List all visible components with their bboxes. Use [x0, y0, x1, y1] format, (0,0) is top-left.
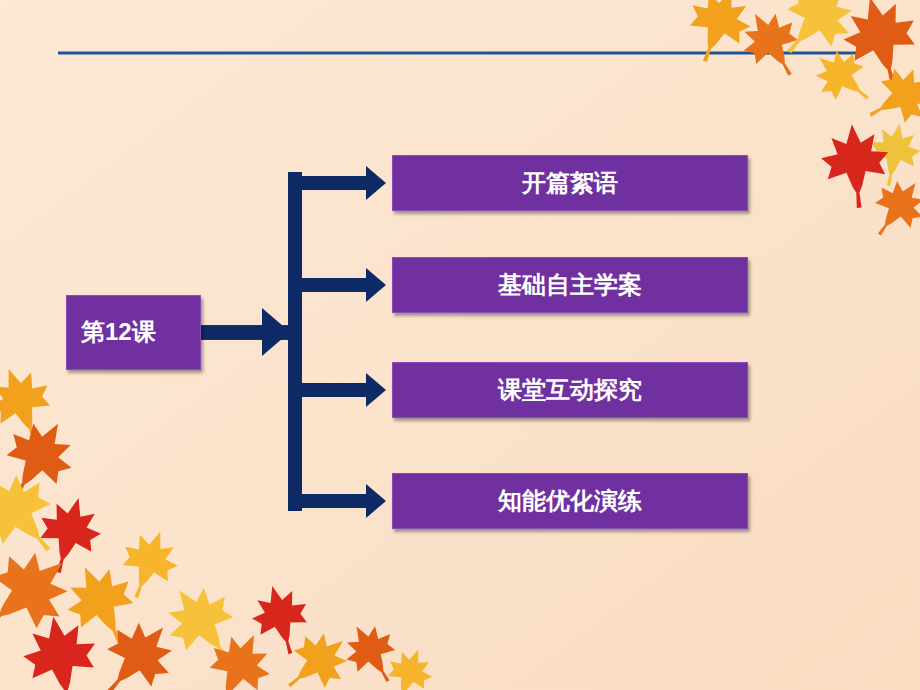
section-title: 基础自主学案: [498, 271, 642, 300]
connector-line: [201, 183, 368, 333]
maple-leaf: [335, 614, 410, 690]
section-box: 基础自主学案: [392, 257, 748, 313]
maple-leaf: [271, 619, 361, 690]
connector-line: [201, 333, 368, 391]
section-box: 开篇絮语: [392, 155, 748, 211]
branch-arrow: [201, 333, 386, 519]
maple-leaf: [110, 522, 187, 607]
section-box: 课堂互动探究: [392, 362, 748, 418]
branch-arrow: [201, 166, 386, 333]
arrow-head: [366, 373, 386, 407]
arrow-head: [366, 484, 386, 518]
arrow-head: [366, 268, 386, 302]
section-box: 知能优化演练: [392, 473, 748, 529]
section-title: 课堂互动探究: [498, 376, 642, 405]
maple-leaf: [803, 38, 884, 117]
maple-leaf: [83, 606, 188, 690]
lesson-box: 第12课: [66, 295, 201, 370]
maple-leaf: [29, 490, 108, 580]
maple-leaf: [193, 622, 281, 690]
lesson-title: 第12课: [81, 318, 156, 347]
connector-line: [201, 333, 368, 502]
maple-leaf: [378, 642, 439, 690]
connector-line: [201, 285, 368, 333]
branch-arrow: [201, 268, 386, 333]
section-title: 开篇絮语: [522, 169, 618, 198]
top-rule: [58, 52, 858, 55]
maple-leaf: [859, 168, 920, 249]
arrow-head: [366, 166, 386, 200]
maple-leaf: [818, 121, 892, 211]
section-title: 知能优化演练: [498, 487, 642, 516]
maple-leaf: [17, 610, 104, 690]
maple-leaf: [676, 0, 760, 72]
